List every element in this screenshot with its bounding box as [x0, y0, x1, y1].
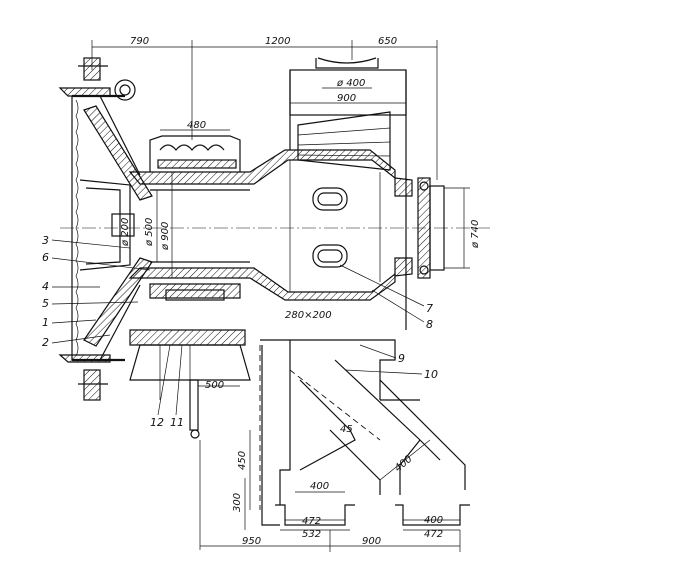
label-11: 11	[170, 416, 184, 429]
dim-450: 450	[237, 451, 248, 470]
dim-d900: ø 900	[160, 222, 171, 251]
dim-532: 532	[302, 529, 321, 540]
label-4: 4	[42, 280, 49, 293]
label-6: 6	[42, 251, 49, 264]
top-outlet-box: ø 400 900	[289, 57, 407, 330]
label-5: 5	[42, 297, 49, 310]
dim-790: 790	[130, 36, 149, 47]
label-10: 10	[424, 368, 438, 381]
dim-400-mid: 400	[310, 481, 329, 492]
lower-hopper: 400 45 400 450 300	[232, 339, 470, 530]
dim-d200: ø 200	[120, 218, 131, 247]
label-12: 12	[150, 416, 164, 429]
dim-1200: 1200	[265, 36, 290, 47]
dim-45: 45	[340, 424, 353, 435]
label-1: 1	[42, 316, 49, 329]
dim-472-left: 472	[302, 516, 321, 527]
dim-400-diag: 400	[393, 454, 415, 475]
label-8: 8	[426, 318, 433, 331]
dim-d740: ø 740	[470, 220, 481, 249]
right-flange: ø 740	[394, 177, 481, 279]
dim-d400-top: ø 400	[336, 78, 365, 89]
bottom-dimension-chain: 472 532 400 472 950 900	[200, 515, 461, 552]
dim-472-right: 472	[424, 529, 443, 540]
label-2: 2	[42, 336, 49, 349]
dim-900-bottom: 900	[362, 536, 381, 547]
label-3: 3	[42, 234, 49, 247]
callout-labels: 3 6 4 5 1 2 12 11 7 8 9 10	[42, 234, 438, 429]
label-9: 9	[398, 352, 405, 365]
dim-d500: ø 500	[144, 218, 155, 247]
support-base: 500	[129, 329, 251, 550]
dim-950: 950	[242, 536, 261, 547]
dim-500: 500	[205, 380, 224, 391]
dim-opening: 280×200	[285, 310, 332, 321]
dim-650: 650	[378, 36, 397, 47]
top-dimension-chain: 790 1200 650	[91, 36, 438, 180]
dim-400-right: 400	[424, 515, 443, 526]
dim-300: 300	[232, 493, 243, 512]
dim-480: 480	[187, 120, 206, 131]
label-7: 7	[426, 302, 433, 315]
drum-body: 480 ø 500 ø 900 280×200	[60, 120, 490, 321]
dim-900-top: 900	[337, 93, 356, 104]
left-end-assembly: ø 200	[58, 57, 153, 401]
